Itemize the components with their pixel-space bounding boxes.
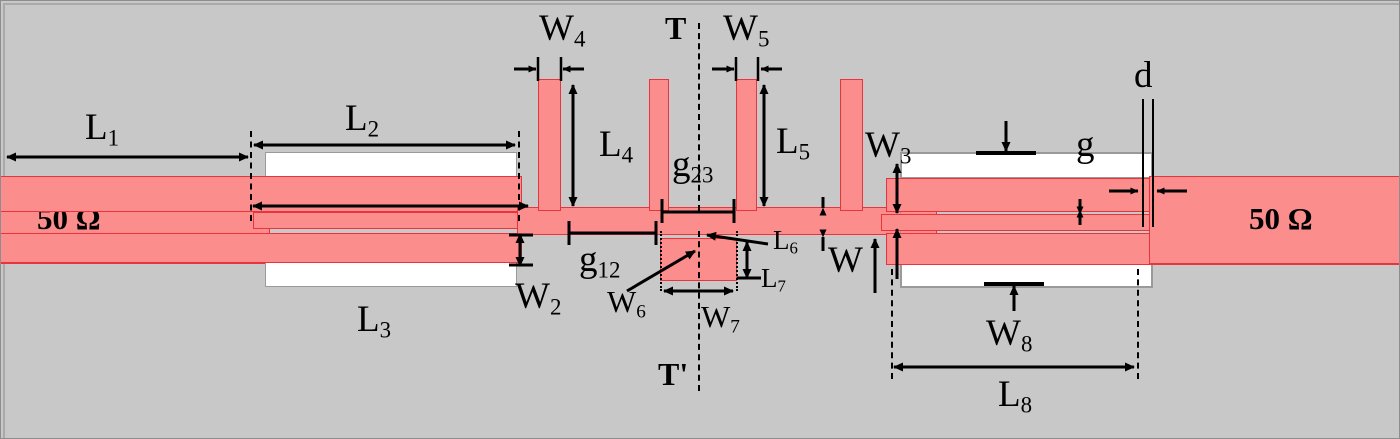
dashed-guide-L2-left <box>250 131 252 221</box>
label-W6: W6 <box>607 284 646 323</box>
label-g12: g12 <box>579 239 621 283</box>
right-slot-bottom <box>901 262 1152 287</box>
dashed-guide-L8-left <box>891 269 893 379</box>
label-W2: W2 <box>515 276 562 320</box>
d-guide-line-right <box>1152 99 1154 227</box>
label-d: d <box>1134 55 1153 96</box>
reference-plane-label-T: T <box>665 10 687 46</box>
label-L3: L3 <box>357 299 392 343</box>
label-L5: L5 <box>776 121 811 165</box>
label-W8: W8 <box>986 313 1033 357</box>
dotted-guide-W7-left <box>660 231 662 291</box>
stub-2 <box>649 79 669 211</box>
right-port-label: 50 Ω <box>1249 201 1313 236</box>
label-W4: W4 <box>539 8 586 52</box>
right-feed-line <box>1149 176 1399 264</box>
dashed-guide-L2-right <box>518 131 520 221</box>
main-through-line <box>517 207 937 235</box>
reference-plane-line-top <box>698 23 700 211</box>
label-L1: L1 <box>85 107 120 151</box>
left-slot-top <box>265 152 517 178</box>
label-g: g <box>1076 124 1095 165</box>
left-slot-bottom <box>265 261 517 287</box>
label-W7: W7 <box>701 299 740 338</box>
label-g23: g23 <box>672 144 714 188</box>
dotted-guide-W7-right <box>736 231 738 291</box>
dashed-guide-L8-right <box>1137 269 1139 379</box>
left-resonator-upper-arm <box>1 176 522 212</box>
reference-plane-line-bottom <box>698 231 700 391</box>
stub-4 <box>840 79 863 211</box>
label-L2: L2 <box>345 98 380 142</box>
label-L7: L7 <box>761 263 786 296</box>
left-resonator-lower-arm <box>1 233 522 263</box>
d-guide-line-left <box>1142 99 1144 227</box>
stub-3 <box>736 79 757 211</box>
label-L6: L6 <box>773 225 798 258</box>
label-L8: L8 <box>998 374 1033 418</box>
label-L4: L4 <box>599 124 634 168</box>
label-W3: W3 <box>865 125 912 169</box>
label-W5: W5 <box>723 8 770 52</box>
label-W: W <box>828 240 863 281</box>
right-slot-top <box>901 153 1152 178</box>
left-resonator-inner-strip <box>253 212 523 229</box>
right-resonator-inner-strip <box>881 214 1157 231</box>
stub-1 <box>538 79 561 211</box>
reference-plane-label-Tprime: T' <box>658 356 689 392</box>
